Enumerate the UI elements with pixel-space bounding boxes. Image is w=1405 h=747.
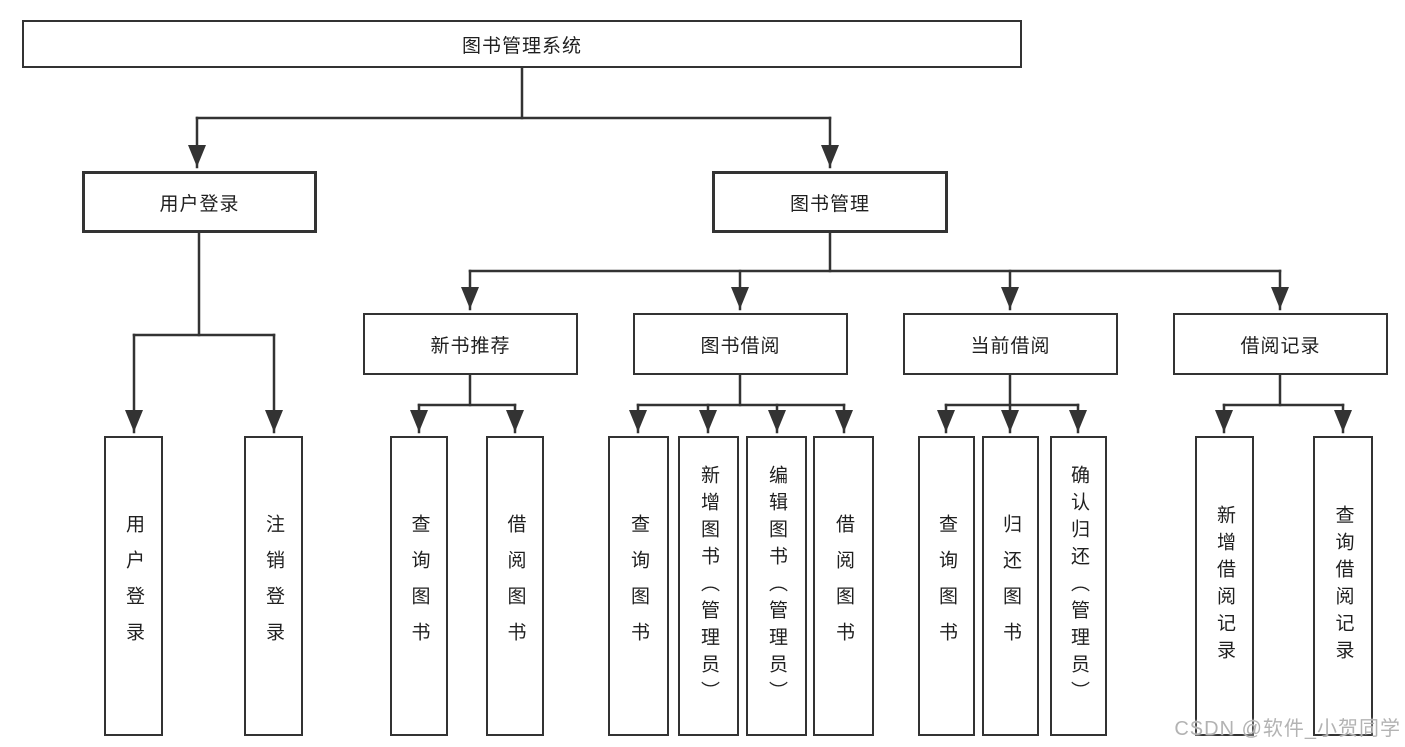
leaf-return-books: 归还图书: [982, 436, 1039, 736]
leaf-label: 借阅图书: [833, 514, 854, 658]
node-label: 图书借阅: [700, 335, 781, 357]
leaf-label: 查询图书: [408, 514, 430, 658]
node-book-borrow: 图书借阅: [633, 313, 848, 375]
leaf-edit-books-admin: 编辑图书（管理员）: [746, 436, 807, 736]
csdn-watermark: CSDN @软件_小贺同学: [1174, 718, 1401, 740]
leaf-label: 归还图书: [1000, 514, 1021, 658]
node-new-book-recommend: 新书推荐: [363, 313, 578, 375]
leaf-user-login: 用户登录: [104, 436, 163, 736]
node-label: 图书管理: [789, 193, 870, 215]
leaf-query-borrow-record: 查询借阅记录: [1313, 436, 1373, 736]
node-label: 图书管理系统: [461, 35, 582, 57]
node-label: 借阅记录: [1240, 335, 1321, 357]
node-label: 用户登录: [159, 193, 240, 215]
leaf-label: 确认归还（管理员）: [1068, 464, 1089, 708]
node-book-management: 图书管理: [712, 171, 948, 233]
leaf-query-books-borrow: 查询图书: [608, 436, 669, 736]
leaf-query-books-recommend: 查询图书: [390, 436, 448, 736]
leaf-label: 新增图书（管理员）: [698, 464, 719, 708]
leaf-logout: 注销登录: [244, 436, 303, 736]
leaf-label: 注销登录: [263, 514, 284, 658]
leaf-label: 用户登录: [123, 514, 144, 658]
node-user-login: 用户登录: [82, 171, 317, 233]
leaf-label: 查询图书: [936, 514, 957, 658]
leaf-label: 查询图书: [628, 514, 649, 658]
node-label: 当前借阅: [970, 335, 1051, 357]
node-borrow-records: 借阅记录: [1173, 313, 1388, 375]
leaf-query-books-current: 查询图书: [918, 436, 975, 736]
leaf-label: 编辑图书（管理员）: [766, 464, 787, 708]
leaf-confirm-return-admin: 确认归还（管理员）: [1050, 436, 1107, 736]
leaf-label: 借阅图书: [504, 514, 526, 658]
leaf-borrow-books: 借阅图书: [813, 436, 874, 736]
leaf-label: 新增借阅记录: [1214, 505, 1235, 667]
leaf-label: 查询借阅记录: [1332, 505, 1354, 667]
node-label: 新书推荐: [430, 335, 511, 357]
node-library-system: 图书管理系统: [22, 20, 1022, 68]
leaf-add-books-admin: 新增图书（管理员）: [678, 436, 739, 736]
node-current-borrow: 当前借阅: [903, 313, 1118, 375]
leaf-add-borrow-record: 新增借阅记录: [1195, 436, 1254, 736]
leaf-borrow-books-recommend: 借阅图书: [486, 436, 544, 736]
